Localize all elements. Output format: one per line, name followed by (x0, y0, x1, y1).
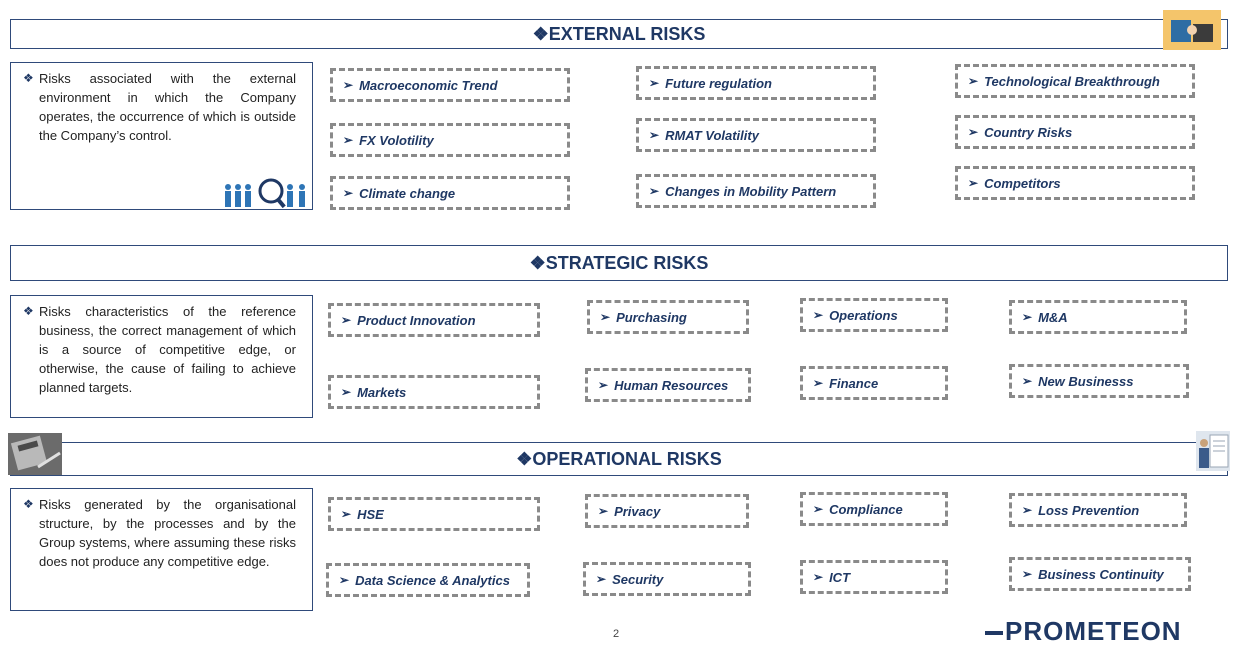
risk-chip-purchasing: ➢ Purchasing (587, 300, 749, 334)
external-risks-header: ❖EXTERNAL RISKS (10, 19, 1228, 49)
risk-chip-fx-volotility: ➢ FX Volotility (330, 123, 570, 157)
risk-chip-new-businesss: ➢ New Businesss (1009, 364, 1189, 398)
arrow-icon: ➢ (598, 378, 609, 392)
strategic-risks-description: Risks characteristics of the reference b… (39, 304, 296, 395)
risk-chip-data-science-analytics: ➢ Data Science & Analytics (326, 563, 530, 597)
arrow-icon: ➢ (341, 507, 352, 521)
operational-risks-description: Risks generated by the organisational st… (39, 497, 296, 569)
risk-chip-business-continuity: ➢ Business Continuity (1009, 557, 1191, 591)
logo-dash-icon (985, 631, 1003, 636)
prometeon-logo: PROMETEON (985, 616, 1182, 647)
handshake-icon (1163, 10, 1221, 50)
strategic-risks-header: ❖STRATEGIC RISKS (10, 245, 1228, 281)
risk-chip-climate-change: ➢ Climate change (330, 176, 570, 210)
strategic-risks-title: ❖STRATEGIC RISKS (529, 252, 709, 273)
arrow-icon: ➢ (341, 385, 352, 399)
risk-chip-loss-prevention: ➢ Loss Prevention (1009, 493, 1187, 527)
arrow-icon: ➢ (813, 502, 824, 516)
arrow-icon: ➢ (596, 572, 607, 586)
risk-chip-human-resources: ➢ Human Resources (585, 368, 751, 402)
risk-chip-hse: ➢ HSE (328, 497, 540, 531)
logo-text: PROMETEON (1005, 616, 1182, 646)
arrow-icon: ➢ (598, 504, 609, 518)
risk-chip-finance: ➢ Finance (800, 366, 948, 400)
arrow-icon: ➢ (968, 74, 979, 88)
risk-chip-country-risks: ➢ Country Risks (955, 115, 1195, 149)
arrow-icon: ➢ (343, 133, 354, 147)
external-risks-title: ❖EXTERNAL RISKS (532, 23, 706, 44)
arrow-icon: ➢ (813, 376, 824, 390)
operational-risks-description-box: ❖ Risks generated by the organisational … (10, 488, 313, 611)
arrow-icon: ➢ (343, 78, 354, 92)
arrow-icon: ➢ (343, 186, 354, 200)
arrow-icon: ➢ (649, 128, 660, 142)
arrow-icon: ➢ (1022, 567, 1033, 581)
magnifier-people-icon (221, 175, 311, 209)
risk-chip-privacy: ➢ Privacy (585, 494, 749, 528)
operational-risks-title: ❖OPERATIONAL RISKS (516, 448, 722, 469)
arrow-icon: ➢ (341, 313, 352, 327)
arrow-icon: ➢ (813, 308, 824, 322)
risk-chip-changes-in-mobility-pattern: ➢ Changes in Mobility Pattern (636, 174, 876, 208)
operational-risks-header: ❖OPERATIONAL RISKS (10, 442, 1228, 476)
arrow-icon: ➢ (813, 570, 824, 584)
arrow-icon: ➢ (649, 76, 660, 90)
risk-chip-future-regulation: ➢ Future regulation (636, 66, 876, 100)
external-risks-description: Risks associated with the external envir… (39, 71, 296, 143)
arrow-icon: ➢ (339, 573, 350, 587)
arrow-icon: ➢ (1022, 310, 1033, 324)
arrow-icon: ➢ (600, 310, 611, 324)
risk-chip-product-innovation: ➢ Product Innovation (328, 303, 540, 337)
arrow-icon: ➢ (968, 176, 979, 190)
bullet-icon: ❖ (23, 71, 34, 85)
arrow-icon: ➢ (1022, 503, 1033, 517)
risk-chip-operations: ➢ Operations (800, 298, 948, 332)
calculator-icon (8, 433, 62, 475)
arrow-icon: ➢ (1022, 374, 1033, 388)
arrow-icon: ➢ (649, 184, 660, 198)
document-person-icon (1196, 431, 1230, 471)
bullet-icon: ❖ (23, 304, 34, 318)
risk-chip-ict: ➢ ICT (800, 560, 948, 594)
risk-chip-m-and-a: ➢ M&A (1009, 300, 1187, 334)
strategic-risks-description-box: ❖ Risks characteristics of the reference… (10, 295, 313, 418)
risk-chip-compliance: ➢ Compliance (800, 492, 948, 526)
risk-chip-macroeconomic-trend: ➢ Macroeconomic Trend (330, 68, 570, 102)
risk-chip-technological-breakthrough: ➢ Technological Breakthrough (955, 64, 1195, 98)
risk-chip-security: ➢ Security (583, 562, 751, 596)
page-number: 2 (613, 628, 620, 640)
arrow-icon: ➢ (968, 125, 979, 139)
risk-chip-rmat-volatility: ➢ RMAT Volatility (636, 118, 876, 152)
risk-chip-markets: ➢ Markets (328, 375, 540, 409)
bullet-icon: ❖ (23, 497, 34, 511)
external-risks-description-box: ❖ Risks associated with the external env… (10, 62, 313, 210)
risk-chip-competitors: ➢ Competitors (955, 166, 1195, 200)
